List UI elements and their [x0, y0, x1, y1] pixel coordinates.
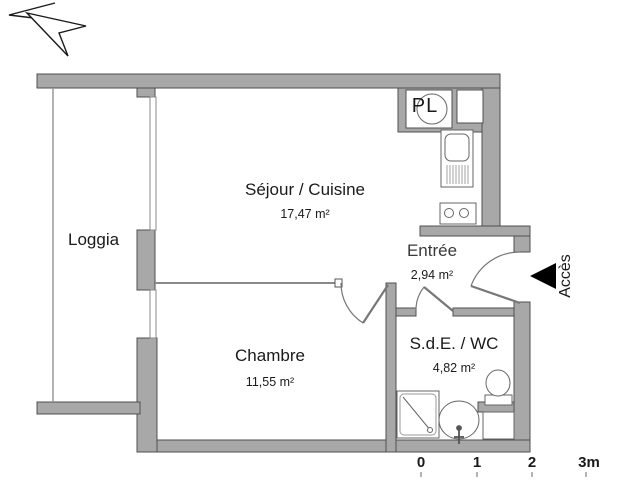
wall-segment	[395, 307, 417, 317]
entree-label: Entrée	[406, 241, 458, 260]
access-direction-arrow-icon	[530, 263, 556, 289]
wall-segment	[419, 225, 531, 237]
sde-door-leaf	[423, 286, 454, 312]
loggia-label: Loggia	[68, 230, 120, 249]
chambre-door-arc	[340, 282, 364, 324]
chambre-door-leaf	[362, 284, 389, 324]
shower-inner	[399, 393, 437, 436]
burner	[459, 208, 469, 218]
sde-label: S.d.E. / WC	[409, 334, 499, 353]
bathroom-fixtures	[396, 369, 515, 444]
toilet-icon	[485, 369, 511, 397]
entree-area: 2,94 m²	[410, 268, 454, 282]
burner	[444, 208, 454, 218]
bath-cabinet	[482, 411, 515, 440]
wall-segment	[481, 87, 501, 229]
wall-segment	[513, 235, 531, 253]
wall-segment	[139, 439, 531, 453]
sink-bowl	[444, 133, 470, 162]
north-arrow-body	[24, 11, 87, 57]
entry-door-leaf	[470, 284, 521, 305]
wall-segment	[136, 87, 156, 98]
walls	[36, 73, 531, 453]
chambre-label: Chambre	[235, 346, 305, 365]
shower-drain	[427, 427, 433, 433]
sde-door-arc	[415, 286, 425, 311]
wall-segment	[136, 229, 156, 291]
sink-drainer-hatch	[446, 165, 469, 184]
toilet-tank	[484, 394, 513, 406]
scale-tick-3: 3m	[578, 454, 600, 471]
shower-diagonal	[402, 396, 432, 432]
wall-segment	[136, 337, 158, 453]
wall-segment	[36, 401, 141, 415]
basin-tap	[454, 425, 464, 444]
sejour-window	[149, 96, 157, 231]
closet-pl-box	[405, 89, 453, 129]
chambre-area: 11,55 m²	[245, 375, 295, 389]
scale-ticks	[420, 472, 587, 477]
scale-tick-2: 2	[527, 454, 537, 471]
entry-door-arc	[470, 251, 521, 287]
scale-tick-1: 1	[472, 454, 482, 471]
sejour-area: 17,47 m²	[280, 207, 330, 221]
door-jamb	[334, 278, 343, 288]
wall-segment	[385, 282, 397, 453]
wall-segment	[452, 307, 515, 317]
sde-area: 4,82 m²	[432, 361, 476, 375]
water-heater-icon	[416, 93, 448, 125]
kitchen-fixtures	[439, 129, 477, 225]
wall-segment	[36, 73, 501, 89]
duct-box	[456, 89, 484, 124]
wall-segment	[513, 301, 531, 453]
access-label: Accès	[557, 254, 574, 298]
scale-tick-0: 0	[416, 454, 426, 471]
windows	[149, 96, 157, 339]
north-arrow-icon	[8, 2, 87, 57]
closet-pl-label: PL	[411, 95, 439, 117]
sejour-label: Séjour / Cuisine	[244, 180, 365, 199]
doors	[340, 251, 521, 324]
chambre-window	[149, 289, 157, 339]
